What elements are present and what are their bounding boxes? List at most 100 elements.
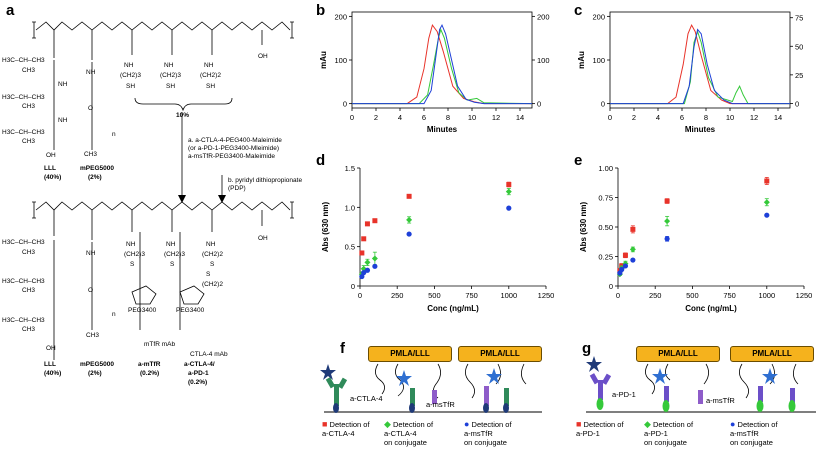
- legend-text: Detection of a-msTfR on conjugate: [730, 420, 778, 447]
- y-right-tick-label: 200: [537, 12, 550, 21]
- scheme-step-a-3: a-msTfR-PEG3400-Maleimide: [188, 153, 275, 160]
- legend-text: Detection of a-PD-1 on conjugate: [644, 420, 694, 447]
- data-point-diamond: [371, 255, 378, 262]
- data-point-circle: [372, 263, 378, 269]
- y-axis-label: mAu: [577, 51, 586, 69]
- antibody-illustration-g: [586, 356, 816, 413]
- scheme-mpeg: mPEG5000: [80, 361, 114, 368]
- x-tick-label: 10: [468, 113, 476, 122]
- scheme-o: O: [88, 105, 93, 112]
- y-axis-label: mAu: [319, 51, 328, 69]
- scheme-amtfr: a-mTfR: [138, 361, 161, 368]
- legend-item: ■ Detection of a-CTLA-4: [322, 419, 370, 439]
- y-tick-label: 0: [343, 100, 347, 109]
- x-tick-label: 10: [726, 113, 734, 122]
- scheme-side-group: H3C–CH–CH3: [2, 94, 45, 101]
- data-point-circle: [361, 270, 367, 276]
- pmla-box: PMLA/LLL: [636, 346, 720, 362]
- scheme-nh: NH: [206, 241, 216, 248]
- plot-frame: [609, 11, 791, 109]
- label-apd1: a-PD-1: [612, 390, 636, 399]
- y-tick-label: 0.5: [345, 243, 355, 252]
- data-point-circle: [630, 257, 636, 263]
- legend-item: ● Detection of a-msTfR on conjugate: [464, 419, 512, 448]
- x-tick-label: 0: [350, 113, 354, 122]
- scheme-oh: OH: [258, 235, 268, 242]
- y-tick-label: 0.25: [598, 253, 613, 262]
- data-point-diamond: [763, 199, 770, 206]
- panel-label-b: b: [316, 2, 326, 19]
- antibody-conjugate: [652, 368, 796, 412]
- scheme-ch3: CH3: [22, 138, 35, 145]
- y-axis-label: Abs (630 nm): [579, 202, 588, 253]
- antibody-conjugate: [396, 368, 509, 413]
- series-line-2: [610, 28, 790, 105]
- y-tick-label: 0: [609, 282, 613, 291]
- x-tick-label: 0: [608, 113, 612, 122]
- x-tick-label: 0: [616, 291, 620, 300]
- pmla-box: PMLA/LLL: [458, 346, 542, 362]
- x-tick-label: 6: [422, 113, 426, 122]
- antibody-actla4: [320, 364, 348, 413]
- legend-text: Detection of a-msTfR on conjugate: [464, 420, 512, 447]
- scheme-lll: LLL: [44, 165, 56, 172]
- x-tick-label: 12: [492, 113, 500, 122]
- panel-label-d: d: [316, 152, 326, 169]
- series-line-2: [352, 23, 532, 105]
- data-point-square: [364, 221, 370, 227]
- data-point-square: [359, 250, 365, 256]
- data-point-square: [506, 182, 512, 188]
- scheme-actla: a-CTLA-4/: [184, 361, 215, 368]
- scheme-step-b-2: (PDP): [228, 185, 246, 192]
- scheme-ten-pct: 10%: [176, 112, 189, 119]
- y-tick-label: 0: [601, 100, 605, 109]
- x-tick-label: 1250: [796, 291, 813, 300]
- scheme-nh: NH: [204, 62, 214, 69]
- x-tick-label: 14: [516, 113, 524, 122]
- data-point-square: [406, 193, 412, 199]
- y-right-tick-label: 25: [795, 71, 803, 80]
- y-tick-label: 0: [351, 282, 355, 291]
- data-point-square: [372, 218, 378, 224]
- scheme-side-group: H3C–CH–CH3: [2, 129, 45, 136]
- scheme-step-a-2: (or a-PD-1-PEG3400-Mleimide): [188, 145, 279, 152]
- antibody-apd1: [586, 356, 612, 410]
- scheme-nh: NH: [166, 241, 176, 248]
- legend-text: Detection of a-CTLA-4 on conjugate: [384, 420, 434, 447]
- data-point-circle: [764, 212, 770, 218]
- x-tick-label: 500: [686, 291, 699, 300]
- legend-item: ● Detection of a-msTfR on conjugate: [730, 419, 778, 448]
- y-right-tick-label: 0: [537, 100, 541, 109]
- data-point-circle: [664, 236, 670, 242]
- data-point-circle: [619, 266, 625, 273]
- y-tick-label: 1.00: [598, 164, 613, 173]
- scheme-nh: NH: [58, 117, 68, 124]
- y-right-tick-label: 50: [795, 42, 803, 51]
- scheme-ch2-2: (CH2)2: [202, 251, 223, 258]
- data-point-circle: [406, 231, 412, 237]
- chemical-scheme: H3C–CH–CH3 CH3 H3C–CH–CH3 CH3 H3C–CH–CH3…: [2, 21, 302, 386]
- scheme-ch3: CH3: [22, 249, 35, 256]
- data-point-square: [664, 198, 670, 204]
- label-actla4: a-CTLA-4: [350, 394, 383, 403]
- panel-label-g: g: [582, 340, 592, 357]
- scheme-side-group: H3C–CH–CH3: [2, 317, 45, 324]
- x-axis-label: Conc (ng/mL): [427, 304, 479, 313]
- legend-item: ◆ Detection of a-CTLA-4 on conjugate: [384, 419, 434, 448]
- scheme-oh: OH: [46, 152, 56, 159]
- x-tick-label: 12: [750, 113, 758, 122]
- scheme-ch2-3: (CH2)3: [124, 251, 145, 258]
- scheme-s: S: [170, 261, 175, 268]
- data-point-diamond: [364, 259, 371, 266]
- scheme-ch3-mpeg: CH3: [84, 151, 97, 158]
- scheme-apd1: a-PD-1: [188, 370, 209, 377]
- scheme-nh: NH: [86, 69, 96, 76]
- scheme-lll: LLL: [44, 361, 56, 368]
- x-tick-label: 2: [632, 113, 636, 122]
- scheme-ch2-2: (CH2)2: [202, 281, 223, 288]
- x-tick-label: 500: [428, 291, 441, 300]
- scheme-ch2-2: (CH2)2: [200, 72, 221, 79]
- x-tick-label: 250: [391, 291, 404, 300]
- y-tick-label: 1.0: [345, 203, 355, 212]
